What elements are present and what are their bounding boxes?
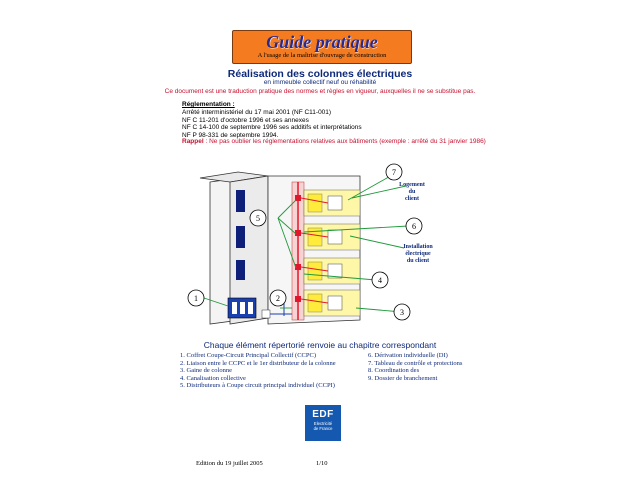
window [236,260,245,280]
svg-text:5: 5 [256,214,260,223]
regulation-item: NF P 98-331 de septembre 1994. [182,132,279,140]
svg-text:7: 7 [392,168,396,177]
liaison-box [261,309,271,319]
banner-title: Guide pratique [266,32,378,52]
building-diagram: 1 2 3 4 5 6 7 Logement du client Install… [187,163,433,325]
legend-item: 6. Dérivation individuelle (DI) [368,352,448,359]
svg-text:2: 2 [276,294,280,303]
callout-6: 6 [405,217,423,235]
callout-1: 1 [187,289,205,307]
logement-label: Logement du client [399,182,425,202]
legend-left: 1. Coffret Coupe-Circuit Principal Colle… [180,352,336,390]
legend-item: 8. Coordination des [368,367,420,375]
svg-text:3: 3 [400,308,404,317]
window [236,226,245,248]
banner-subtitle: A l'usage de la maîtrise d'ouvrage de co… [257,52,387,59]
callout-4: 4 [371,271,389,289]
edf-logo-name: EDF [312,409,334,420]
edf-logo-tagline: Electricité [313,421,333,426]
svg-text:du client: du client [407,258,429,264]
callout-2: 2 [269,289,287,307]
floor-1 [295,189,361,217]
rappel-text: : Ne pas oublier les réglementations rel… [203,138,486,145]
legend-item: 5. Distributeurs à Coupe circuit princip… [180,382,335,390]
legend-item: 2. Liaison entre le CCPC et le 1er distr… [180,359,336,367]
floor-3 [295,257,361,285]
callout-3: 3 [393,303,411,321]
svg-text:Installation: Installation [403,244,433,250]
legend-item: 9. Dossier de branchement [368,374,438,382]
legend-item: 1. Coffret Coupe-Circuit Principal Colle… [180,352,317,359]
regulation-item: Arrêté interministériel du 17 mai 2001 (… [182,108,332,116]
svg-text:6: 6 [412,222,416,231]
window [236,190,245,212]
svg-text:du: du [409,189,416,195]
document-subtitle: en immeuble collectif neuf ou réhabilité [263,79,377,86]
diagram-caption: Chaque élément répertorié renvoie au cha… [203,340,437,350]
callout-7: 7 [385,163,403,181]
regulation-item: NF C 14-100 de septembre 1996 ses additi… [182,124,362,132]
installation-label: Installation électrique du client [403,244,433,264]
leader-lines [203,173,409,313]
rappel-note: Rappel : Ne pas oublier les réglementati… [182,138,486,145]
rappel-label: Rappel [182,138,204,145]
regulation-item: NF C 11-201 d'octobre 1996 et ses annexe… [182,116,309,124]
svg-text:4: 4 [378,276,382,285]
svg-text:1: 1 [194,294,198,303]
regulations-block: Réglementation : Arrêté interministériel… [182,101,362,140]
regulations-heading: Réglementation : [182,101,235,108]
edf-logo-tagline: de France [313,426,333,431]
floor-2 [295,223,361,251]
footer-edition: Edition du 19 juillet 2005 [196,460,263,467]
edf-logo: EDF Electricité de France [305,405,341,441]
footer-page-number: 1/10 [316,460,328,467]
svg-text:électrique: électrique [405,251,431,257]
svg-text:client: client [405,196,419,202]
legend-item: 3. Gaine de colonne [180,367,232,375]
svg-text:Logement: Logement [399,182,425,188]
legend-item: 7. Tableau de contrôle et protections [368,359,463,367]
disclaimer-text: Ce document est une traduction pratique … [164,88,476,95]
document-title: Réalisation des colonnes électriques [227,68,413,80]
legend-right: 6. Dérivation individuelle (DI) 7. Table… [368,352,462,382]
floor-4 [295,289,361,317]
guide-banner: Guide pratique A l'usage de la maîtrise … [232,30,412,64]
legend-item: 4. Canalisation collective [180,374,246,382]
callout-5: 5 [249,209,267,227]
